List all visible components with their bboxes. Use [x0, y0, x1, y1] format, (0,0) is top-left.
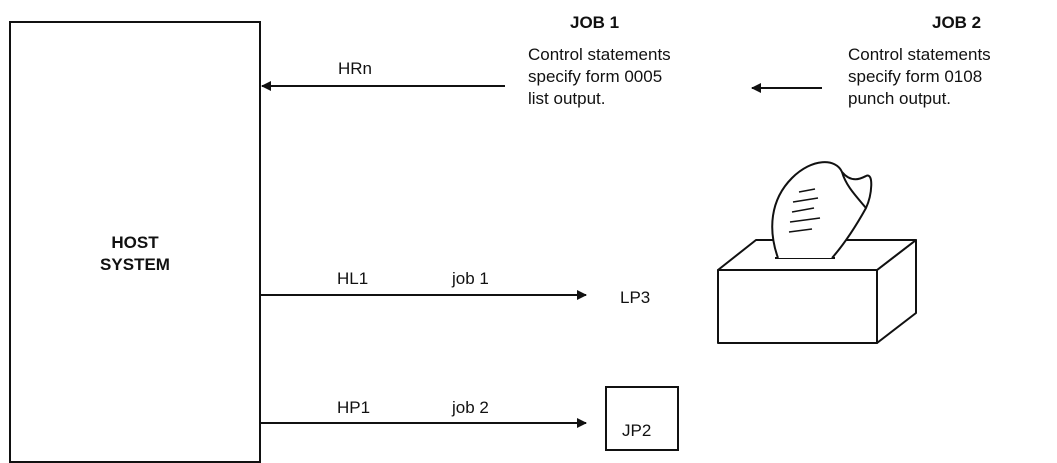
host-system-label: HOST SYSTEM — [60, 232, 210, 276]
job1-title: JOB 1 — [570, 13, 620, 32]
jp2-label: JP2 — [622, 421, 652, 440]
job2-title: JOB 2 — [932, 13, 982, 32]
job1-line-2: specify form 0005 — [528, 67, 663, 86]
job1-description: Control statements specify form 0005 lis… — [528, 44, 748, 110]
jp2-box — [605, 386, 679, 451]
hl1-label: HL1 — [337, 269, 369, 288]
lp3-label: LP3 — [620, 288, 651, 307]
job2-description: Control statements specify form 0108 pun… — [848, 44, 1057, 110]
host-system-box — [9, 21, 261, 463]
hp1-job-label: job 2 — [452, 398, 489, 417]
hp1-label: HP1 — [337, 398, 371, 417]
job2-line-3: punch output. — [848, 89, 952, 108]
hrn-label: HRn — [338, 59, 373, 78]
job2-line-2: specify form 0108 — [848, 67, 983, 86]
printer-icon — [717, 161, 917, 344]
job1-line-1: Control statements — [528, 45, 671, 64]
host-label-line2: SYSTEM — [100, 255, 170, 274]
hl1-job-label: job 1 — [452, 269, 489, 288]
host-label-line1: HOST — [111, 233, 159, 252]
job1-line-3: list output. — [528, 89, 606, 108]
job2-line-1: Control statements — [848, 45, 991, 64]
